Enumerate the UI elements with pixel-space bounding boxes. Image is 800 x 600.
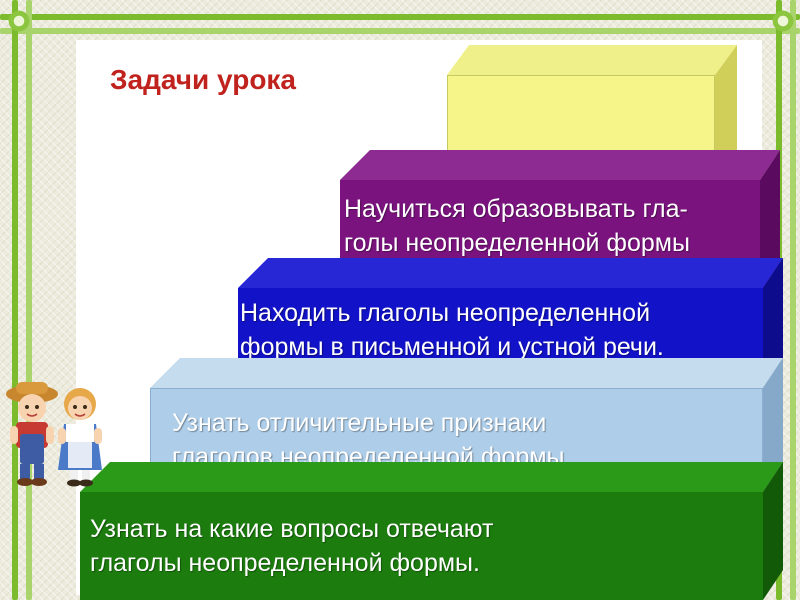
frame-rail-top <box>0 14 800 20</box>
step-block-1-top <box>80 462 783 492</box>
frame-knot-top-right <box>771 9 795 33</box>
step-block-5-top <box>447 45 737 75</box>
step-label-1: Узнать на какие вопросы отвечают глаголы… <box>90 512 493 580</box>
step-block-4-top <box>340 150 780 180</box>
step-label-3: Находить глаголы неопределенной формы в … <box>240 296 664 364</box>
frame-rail-top-inner <box>0 28 800 34</box>
step-block-1: Узнать на какие вопросы отвечают глаголы… <box>80 462 783 600</box>
frame-knot-top-left <box>7 9 31 33</box>
step-block-3-top <box>238 258 783 288</box>
girl-figure <box>58 388 102 487</box>
boy-figure <box>6 382 58 486</box>
frame-rail-left-inner <box>26 0 32 600</box>
slide-title: Задачи урока <box>110 64 296 96</box>
step-label-4: Научиться образовывать гла- голы неопред… <box>344 192 690 260</box>
step-block-2-top <box>150 358 783 388</box>
children-illustration <box>2 378 110 488</box>
frame-rail-left <box>12 0 18 600</box>
frame-rail-right-inner <box>790 0 796 600</box>
